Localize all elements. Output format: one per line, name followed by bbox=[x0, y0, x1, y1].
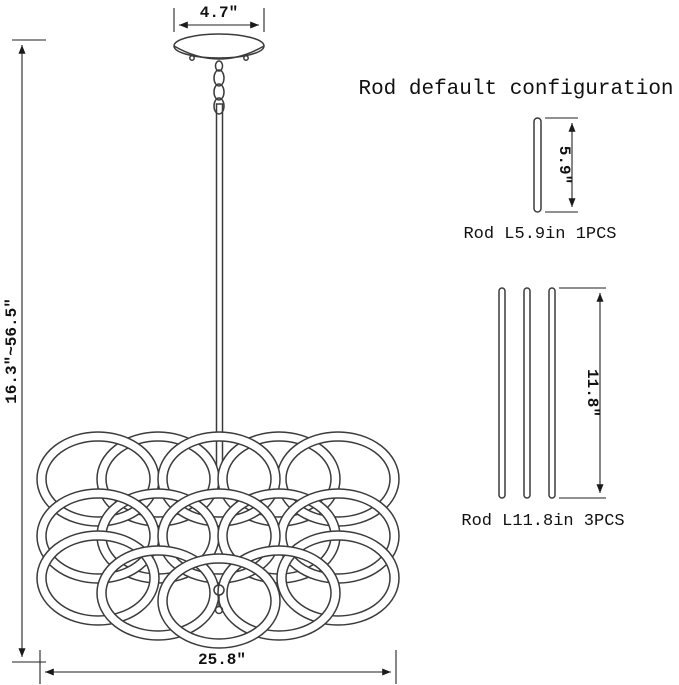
chain bbox=[213, 60, 225, 115]
canopy-plate bbox=[173, 33, 265, 59]
long-rod-caption: Rod L11.8in 3PCS bbox=[461, 512, 624, 531]
short-rod bbox=[533, 117, 542, 213]
hanging-rod bbox=[215, 103, 224, 483]
long-rod-length-label: 11.8″ bbox=[583, 369, 601, 417]
short-rod-group: 5.9″ Rod L5.9in 1PCS bbox=[463, 117, 617, 244]
long-rod bbox=[548, 287, 556, 499]
dim-shade-diameter: 25.8" bbox=[39, 650, 397, 684]
short-rod-length-label: 5.9″ bbox=[555, 146, 573, 184]
ceiling-canopy bbox=[173, 33, 265, 61]
rod-config-title: Rod default configuration bbox=[358, 78, 673, 101]
shade-diameter-label: 25.8" bbox=[198, 651, 246, 669]
short-rod-caption: Rod L5.9in 1PCS bbox=[463, 225, 616, 244]
chain-link bbox=[213, 69, 225, 87]
overall-height-label: 16.3"~56.5" bbox=[3, 298, 21, 404]
long-rod-group: 11.8″ Rod L11.8in 3PCS bbox=[461, 287, 625, 531]
canopy-screw-right bbox=[243, 55, 249, 61]
bottom-finial bbox=[213, 584, 225, 615]
chain-link bbox=[213, 97, 225, 115]
long-rod bbox=[523, 287, 531, 499]
pendant-fixture bbox=[36, 33, 400, 649]
dim-canopy-width: 4.7" bbox=[173, 4, 265, 32]
rod-configuration: Rod default configuration 5.9″ Rod L5.9i… bbox=[358, 78, 673, 531]
canopy-screw-left bbox=[189, 55, 195, 61]
long-rod bbox=[498, 287, 506, 499]
canopy-rim bbox=[173, 45, 265, 60]
finial-ball bbox=[214, 605, 224, 615]
ring-shade bbox=[36, 431, 400, 649]
chain-loop bbox=[214, 60, 224, 72]
canopy-width-label: 4.7" bbox=[200, 4, 238, 22]
chain-link bbox=[213, 83, 225, 101]
